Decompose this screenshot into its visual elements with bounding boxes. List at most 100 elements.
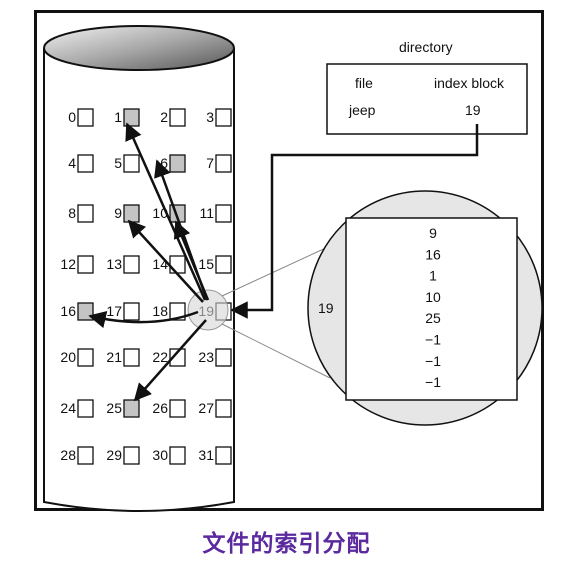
directory-table — [326, 63, 528, 135]
disk-block-number: 0 — [68, 109, 76, 125]
index-block-label: 19 — [318, 300, 334, 316]
used-block-square — [123, 204, 140, 223]
used-block-square — [123, 108, 140, 127]
disk-block: 2 — [160, 108, 186, 127]
disk-block-number: 3 — [206, 109, 214, 125]
figure-caption: 文件的索引分配 — [202, 531, 371, 557]
disk-block: 29 — [106, 446, 140, 465]
disk-block-number: 25 — [106, 400, 122, 416]
free-block-square — [77, 154, 94, 173]
index-block-entry: 16 — [425, 246, 441, 262]
free-block-square — [77, 399, 94, 418]
free-block-square — [123, 302, 140, 321]
disk-block-number: 29 — [106, 447, 122, 463]
disk-block: 24 — [60, 399, 94, 418]
free-block-square — [123, 348, 140, 367]
disk-block-number: 20 — [60, 349, 76, 365]
index-block-entry: −1 — [425, 332, 441, 348]
disk-block: 31 — [198, 446, 232, 465]
disk-block-number: 1 — [114, 109, 122, 125]
disk-block-number: 28 — [60, 447, 76, 463]
index-block-entries: 9 16 1 10 25 −1 −1 −1 — [425, 225, 441, 390]
free-block-square — [123, 446, 140, 465]
disk-block: 3 — [206, 108, 232, 127]
disk-block: 6 — [160, 154, 186, 173]
free-block-square — [215, 446, 232, 465]
pointer-to-block-16 — [88, 310, 199, 329]
disk-block-number: 8 — [68, 205, 76, 221]
disk-block: 9 — [114, 204, 140, 223]
disk-block: 18 — [152, 302, 186, 321]
disk-block: 28 — [60, 446, 94, 465]
index-block-entry: −1 — [425, 353, 441, 369]
disk-block-number: 31 — [198, 447, 214, 463]
pointer-to-block-25 — [133, 319, 207, 402]
free-block-square — [77, 108, 94, 127]
pointer-to-block-1 — [125, 122, 207, 301]
disk-block: 27 — [198, 399, 232, 418]
free-block-square — [77, 204, 94, 223]
free-block-square — [169, 399, 186, 418]
disk-block: 30 — [152, 446, 186, 465]
disk-block-number: 17 — [106, 303, 122, 319]
free-block-square — [77, 446, 94, 465]
disk-block: 4 — [68, 154, 94, 173]
free-block-square — [215, 399, 232, 418]
disk-block: 0 — [68, 108, 94, 127]
free-block-square — [169, 348, 186, 367]
disk-block: 23 — [198, 348, 232, 367]
disk-block: 17 — [106, 302, 140, 321]
disk-block-number: 12 — [60, 256, 76, 272]
directory-pointer-arrow — [230, 124, 479, 319]
disk-block: 1 — [114, 108, 140, 127]
used-block-square — [169, 154, 186, 173]
disk-block: 11 — [199, 204, 232, 223]
disk-block: 25 — [106, 399, 140, 418]
index-block-entry: 9 — [429, 225, 437, 241]
free-block-square — [123, 255, 140, 274]
index-block-box — [345, 217, 518, 401]
disk-block-number: 9 — [114, 205, 122, 221]
pointer-to-block-10 — [173, 220, 210, 301]
disk-block-number: 26 — [152, 400, 168, 416]
directory-col-index: index block — [434, 75, 505, 91]
disk-block-number: 5 — [114, 155, 122, 171]
free-block-square — [169, 446, 186, 465]
free-block-square — [215, 348, 232, 367]
free-block-square — [215, 255, 232, 274]
free-block-square — [169, 302, 186, 321]
free-block-square — [169, 255, 186, 274]
disk-block-number: 13 — [106, 256, 122, 272]
disk-block: 7 — [206, 154, 232, 173]
disk-block: 21 — [106, 348, 140, 367]
disk-block: 20 — [60, 348, 94, 367]
index-block-entry: −1 — [425, 374, 441, 390]
index-pointers — [88, 122, 210, 402]
disk-block-number: 21 — [106, 349, 122, 365]
free-block-square — [169, 108, 186, 127]
disk-block: 12 — [60, 255, 94, 274]
used-block-square — [123, 399, 140, 418]
directory-row-file: jeep — [348, 102, 376, 118]
disk-block-number: 27 — [198, 400, 214, 416]
zoom-line-bottom — [221, 323, 331, 379]
pointer-to-block-9 — [127, 219, 204, 303]
disk-block-number: 11 — [199, 205, 214, 221]
directory-col-file: file — [355, 75, 373, 91]
free-block-square — [215, 108, 232, 127]
disk-block-number: 6 — [160, 155, 168, 171]
index-block-zoom: 19 9 16 1 10 25 −1 −1 −1 — [307, 190, 543, 426]
disk-block-number: 24 — [60, 400, 76, 416]
free-block-square — [215, 154, 232, 173]
index-block-entry: 25 — [425, 310, 441, 326]
directory: directory file index block jeep 19 — [326, 39, 528, 135]
disk-block: 26 — [152, 399, 186, 418]
index-block-entry: 1 — [429, 268, 437, 284]
disk-block: 15 — [198, 255, 232, 274]
free-block-square — [77, 348, 94, 367]
disk-block-number: 4 — [68, 155, 76, 171]
disk-block-number: 14 — [152, 256, 168, 272]
index-block-entry: 10 — [425, 289, 441, 305]
disk-block-number: 2 — [160, 109, 168, 125]
free-block-square — [123, 154, 140, 173]
